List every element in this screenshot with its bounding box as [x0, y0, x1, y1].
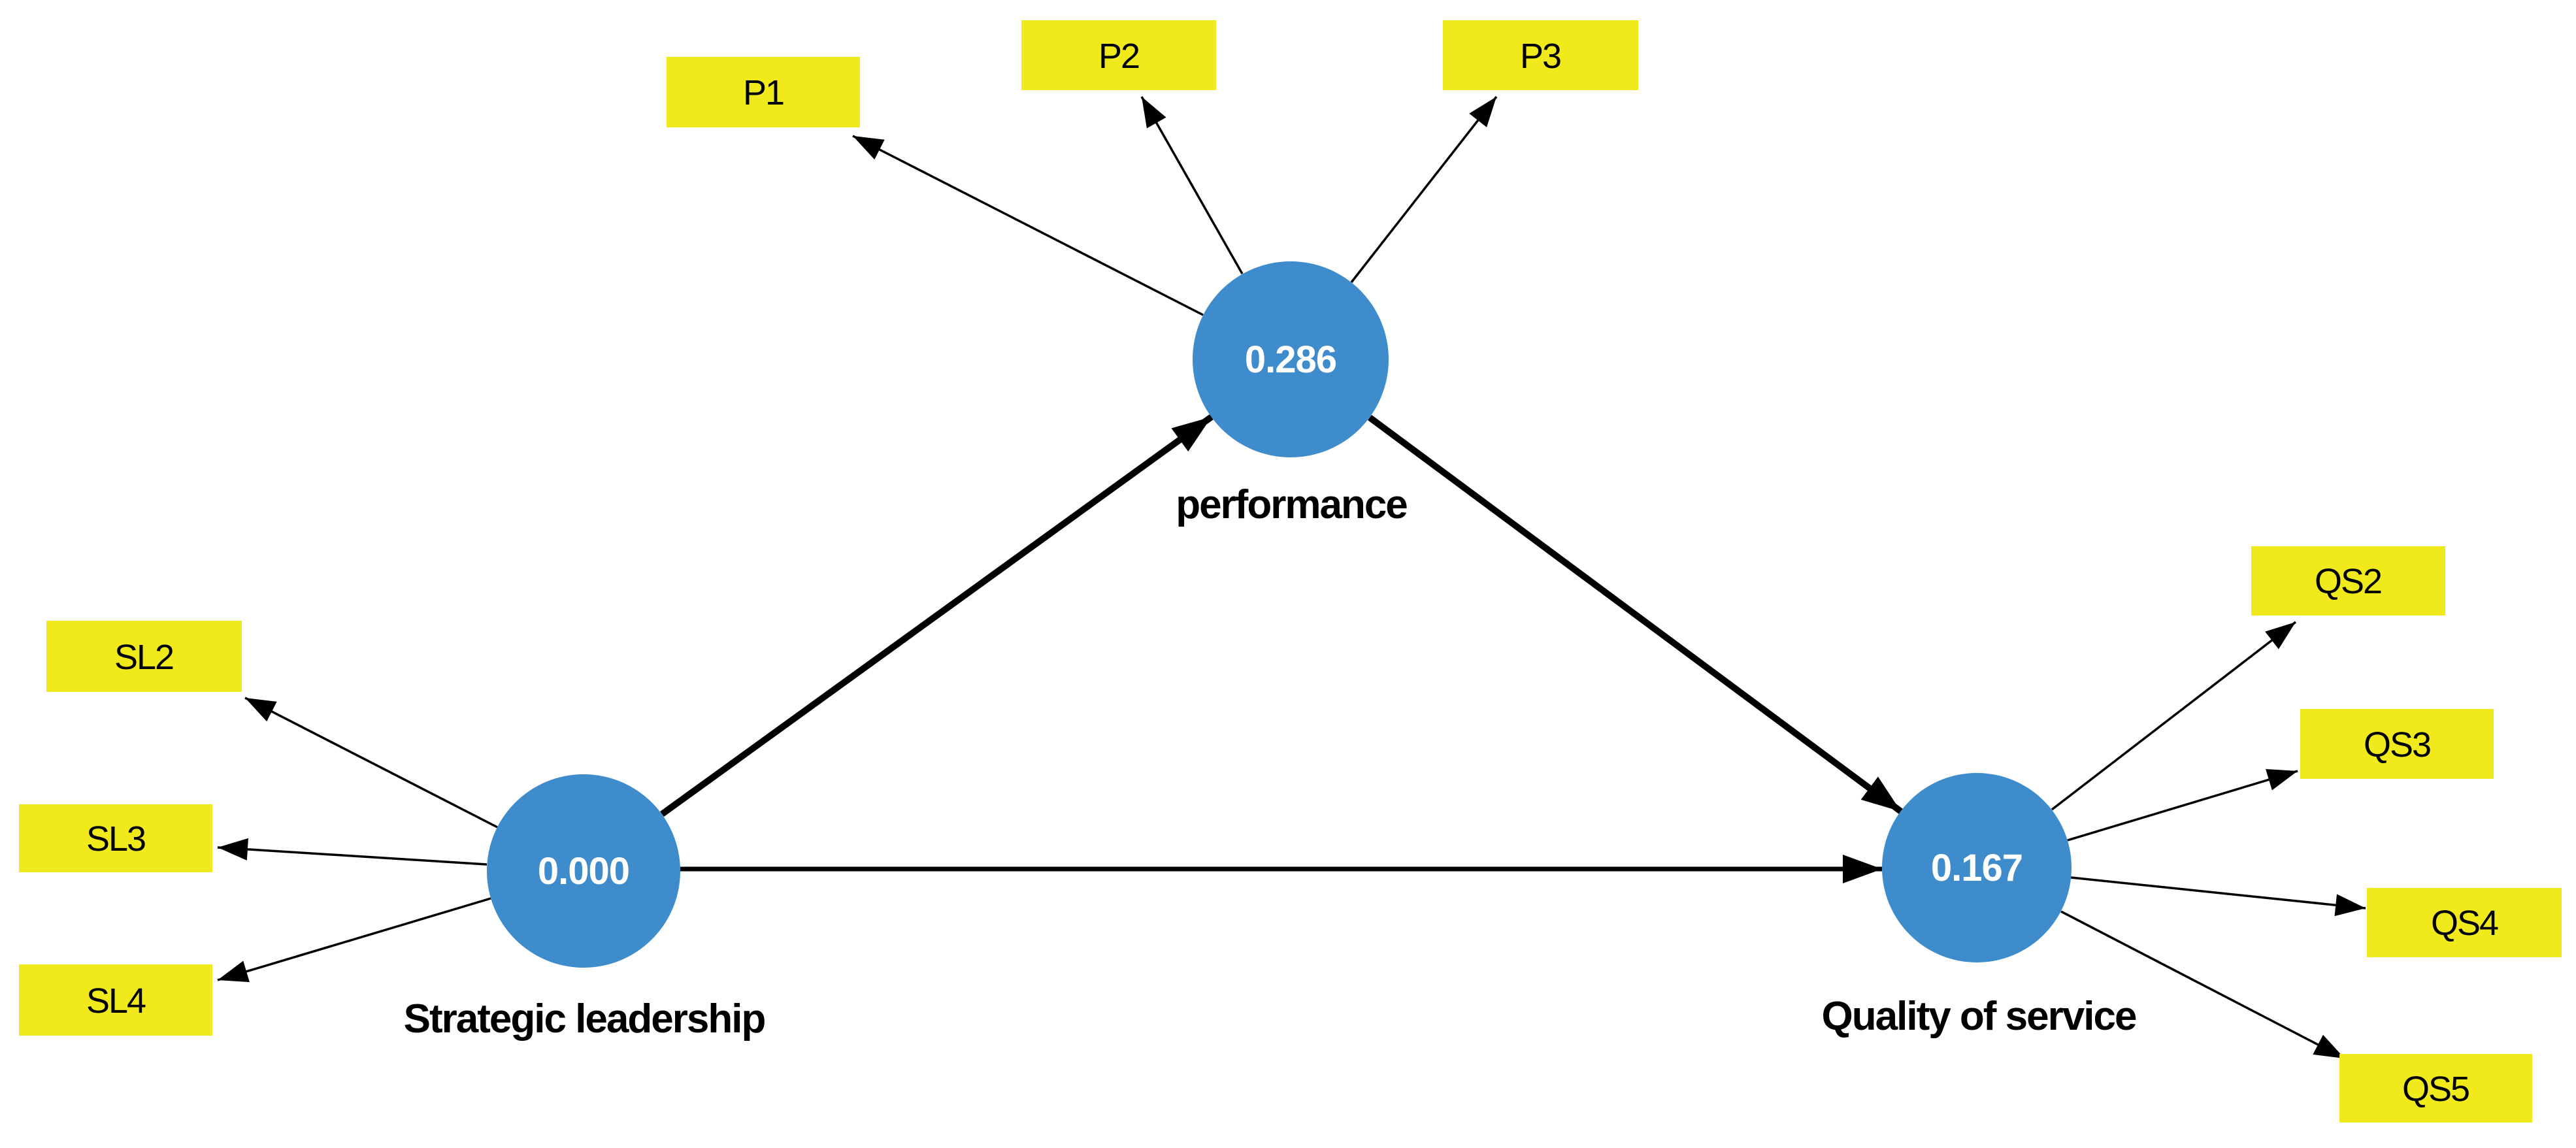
path-strategic-leadership-to-performance	[660, 414, 1214, 817]
node-label-strategic-leadership: Strategic leadership	[404, 996, 765, 1041]
node-value-strategic-leadership: 0.000	[538, 850, 629, 893]
edge-strategic-leadership-sl4	[217, 897, 491, 983]
edge-strategic-leadership-sl2	[244, 697, 498, 828]
edge-quality-of-service-qs5	[2060, 910, 2345, 1060]
indicator-box-qs4	[2367, 888, 2562, 957]
indicator-box-sl4	[19, 964, 212, 1036]
indicator-label-qs2: QS2	[2315, 562, 2381, 601]
edge-performance-p1	[852, 135, 1204, 316]
node-label-performance: performance	[1176, 482, 1407, 527]
indicator-box-p1	[667, 57, 860, 127]
indicator-label-p2: P2	[1098, 37, 1139, 76]
latent-node-performance	[1193, 261, 1389, 457]
edge-quality-of-service-qs4	[2070, 876, 2366, 917]
node-value-performance: 0.286	[1245, 338, 1336, 381]
edge-quality-of-service-qs3	[2067, 768, 2298, 842]
node-value-quality-of-service: 0.167	[1931, 847, 2023, 889]
latent-node-strategic-leadership	[487, 774, 680, 968]
indicator-label-qs4: QS4	[2431, 904, 2498, 943]
indicator-box-p2	[1021, 20, 1216, 90]
indicator-label-qs3: QS3	[2364, 725, 2430, 764]
edge-strategic-leadership-sl3	[217, 838, 487, 866]
indicator-label-qs5: QS5	[2402, 1070, 2469, 1109]
indicator-label-p3: P3	[1520, 37, 1560, 76]
indicator-label-sl2: SL2	[114, 638, 173, 677]
latent-node-quality-of-service	[1882, 773, 2072, 962]
indicator-label-p1: P1	[743, 73, 784, 112]
path-performance-to-quality-of-service	[1368, 414, 1903, 815]
edge-quality-of-service-qs2	[2051, 621, 2297, 811]
indicator-box-p3	[1443, 20, 1638, 90]
indicator-box-sl2	[46, 621, 242, 692]
indicator-label-sl4: SL4	[86, 981, 146, 1021]
indicator-box-qs3	[2300, 709, 2494, 779]
edge-performance-p2	[1140, 96, 1244, 274]
indicator-box-sl3	[19, 804, 212, 872]
node-label-quality-of-service: Quality of service	[1822, 994, 2136, 1039]
indicator-box-qs5	[2339, 1054, 2532, 1123]
indicator-label-sl3: SL3	[86, 819, 145, 859]
edge-performance-p3	[1350, 95, 1498, 284]
indicator-box-qs2	[2251, 546, 2445, 615]
